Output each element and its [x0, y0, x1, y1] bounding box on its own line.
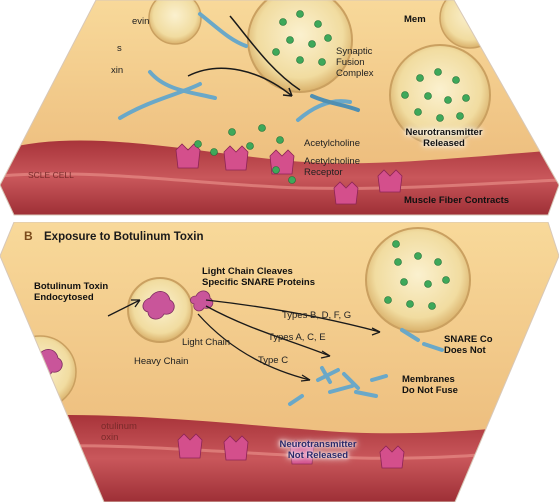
- vesicle: [366, 228, 470, 332]
- label-muscle-cell: SCLE CELL: [28, 170, 74, 181]
- panel-b-title: Exposure to Botulinum Toxin: [44, 232, 204, 243]
- label-synaptic-fusion-complex: Synaptic Fusion Complex: [336, 46, 374, 79]
- label-acetylcholine-receptor: Acetylcholine Receptor: [304, 156, 360, 178]
- label-snare-complex: SNARE Co Does Not: [444, 334, 493, 356]
- label-types-bdfg: Types B, D, F, G: [282, 310, 351, 321]
- label-mem: Mem: [404, 14, 426, 25]
- label-types-ace: Types A, C, E: [268, 332, 326, 343]
- section-letter-b: B: [24, 231, 33, 242]
- label-muscle-fiber-contracts: Muscle Fiber Contracts: [404, 195, 509, 206]
- label-neurotransmitter-not-released: Neurotransmitter Not Released: [266, 439, 370, 461]
- label-light-chain: Light Chain: [182, 337, 230, 348]
- vesicle: [149, 0, 201, 44]
- vesicle: [4, 336, 76, 408]
- label-botulinum-toxin-endocytosed: Botulinum Toxin Endocytosed: [34, 281, 108, 303]
- label-membranes-do-not-fuse: Membranes Do Not Fuse: [402, 374, 458, 396]
- label-acetylcholine: Acetylcholine: [304, 138, 360, 149]
- label-light-chain-cleaves: Light Chain Cleaves Specific SNARE Prote…: [202, 266, 315, 288]
- label-neurotransmitter-released: Neurotransmitter Released: [398, 127, 490, 149]
- label-heavy-chain: Heavy Chain: [134, 356, 188, 367]
- label-s: s: [117, 43, 122, 54]
- label-type-c: Type C: [258, 355, 288, 366]
- panel-a: [0, 0, 559, 215]
- label-xin: xin: [111, 65, 123, 76]
- label-botulinum-toxin-partial: otulinum oxin: [101, 421, 137, 443]
- label-evin: evin: [132, 16, 149, 27]
